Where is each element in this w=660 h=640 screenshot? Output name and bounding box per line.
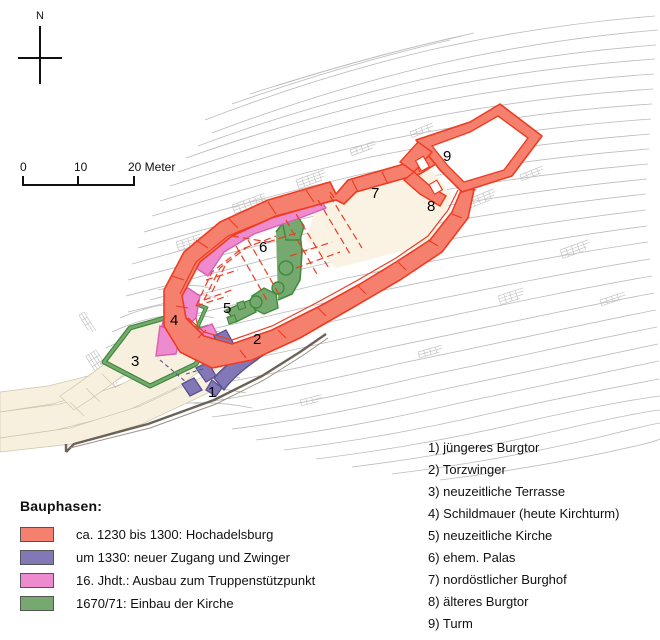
key-item-8: 8) älteres Burgtor bbox=[428, 594, 529, 609]
legend-label-phase-1: ca. 1230 bis 1300: Hochadelsburg bbox=[76, 527, 274, 542]
scale-bar: 0 10 20 Meter bbox=[20, 160, 200, 192]
legend-label-phase-2: um 1330: neuer Zugang und Zwinger bbox=[76, 550, 290, 565]
retaining-wall bbox=[64, 333, 327, 453]
north-arrow: N bbox=[14, 10, 74, 90]
key-item-9: 9) Turm bbox=[428, 616, 473, 631]
area-label-2: 2 bbox=[253, 331, 261, 348]
legend-item-phase-3: 16. Jhdt.: Ausbau zum Truppenstützpunkt bbox=[20, 569, 350, 592]
phase-red-hochadelsburg bbox=[163, 103, 543, 369]
legend-swatch-phase-1 bbox=[20, 527, 54, 542]
legend-item-phase-1: ca. 1230 bis 1300: Hochadelsburg bbox=[20, 523, 350, 546]
legend-label-phase-4: 1670/71: Einbau der Kirche bbox=[76, 596, 234, 611]
legend-swatch-phase-4 bbox=[20, 596, 54, 611]
legend-item-phase-2: um 1330: neuer Zugang und Zwinger bbox=[20, 546, 350, 569]
legend-item-phase-4: 1670/71: Einbau der Kirche bbox=[20, 592, 350, 615]
bauphasen-legend-title: Bauphasen: bbox=[20, 498, 103, 514]
bauphasen-legend: Bauphasen: ca. 1230 bis 1300: Hochadelsb… bbox=[20, 498, 350, 615]
numbered-key-legend: 1) jüngeres Burgtor 2) Torzwinger 3) neu… bbox=[428, 437, 658, 635]
key-item-3: 3) neuzeitliche Terrasse bbox=[428, 484, 566, 499]
area-label-5: 5 bbox=[223, 300, 231, 317]
legend-swatch-phase-3 bbox=[20, 573, 54, 588]
north-arrow-vertical-bar bbox=[39, 26, 41, 84]
scale-tick-label-0: 0 bbox=[20, 160, 27, 174]
key-item-5: 5) neuzeitliche Kirche bbox=[428, 528, 553, 543]
scale-tick-label-20: 20 Meter bbox=[128, 160, 176, 174]
area-label-1: 1 bbox=[208, 384, 216, 401]
retaining-wall-inner bbox=[69, 337, 329, 449]
scale-tick-label-10: 10 bbox=[74, 160, 88, 174]
area-label-9: 9 bbox=[443, 148, 451, 165]
scale-tick-2 bbox=[133, 176, 135, 186]
terrain-surfaces bbox=[0, 166, 452, 453]
area-label-7: 7 bbox=[371, 185, 379, 202]
legend-label-phase-3: 16. Jhdt.: Ausbau zum Truppenstützpunkt bbox=[76, 573, 316, 588]
north-arrow-horizontal-bar bbox=[18, 57, 62, 59]
legend-swatch-phase-2 bbox=[20, 550, 54, 565]
key-item-7: 7) nordöstlicher Burghof bbox=[428, 572, 567, 587]
key-item-2: 2) Torzwinger bbox=[428, 462, 506, 477]
area-label-3: 3 bbox=[131, 353, 139, 370]
key-item-6: 6) ehem. Palas bbox=[428, 550, 516, 565]
scale-tick-0 bbox=[22, 176, 24, 186]
area-label-8: 8 bbox=[427, 198, 435, 215]
north-label: N bbox=[36, 10, 44, 22]
area-label-4: 4 bbox=[170, 312, 178, 329]
area-number-labels: 1 2 3 4 5 6 7 8 9 bbox=[131, 148, 451, 401]
scale-tick-1 bbox=[77, 176, 79, 186]
key-item-1: 1) jüngeres Burgtor bbox=[428, 440, 540, 455]
area-label-6: 6 bbox=[259, 239, 267, 256]
key-item-4: 4) Schildmauer (heute Kirchturm) bbox=[428, 506, 620, 521]
